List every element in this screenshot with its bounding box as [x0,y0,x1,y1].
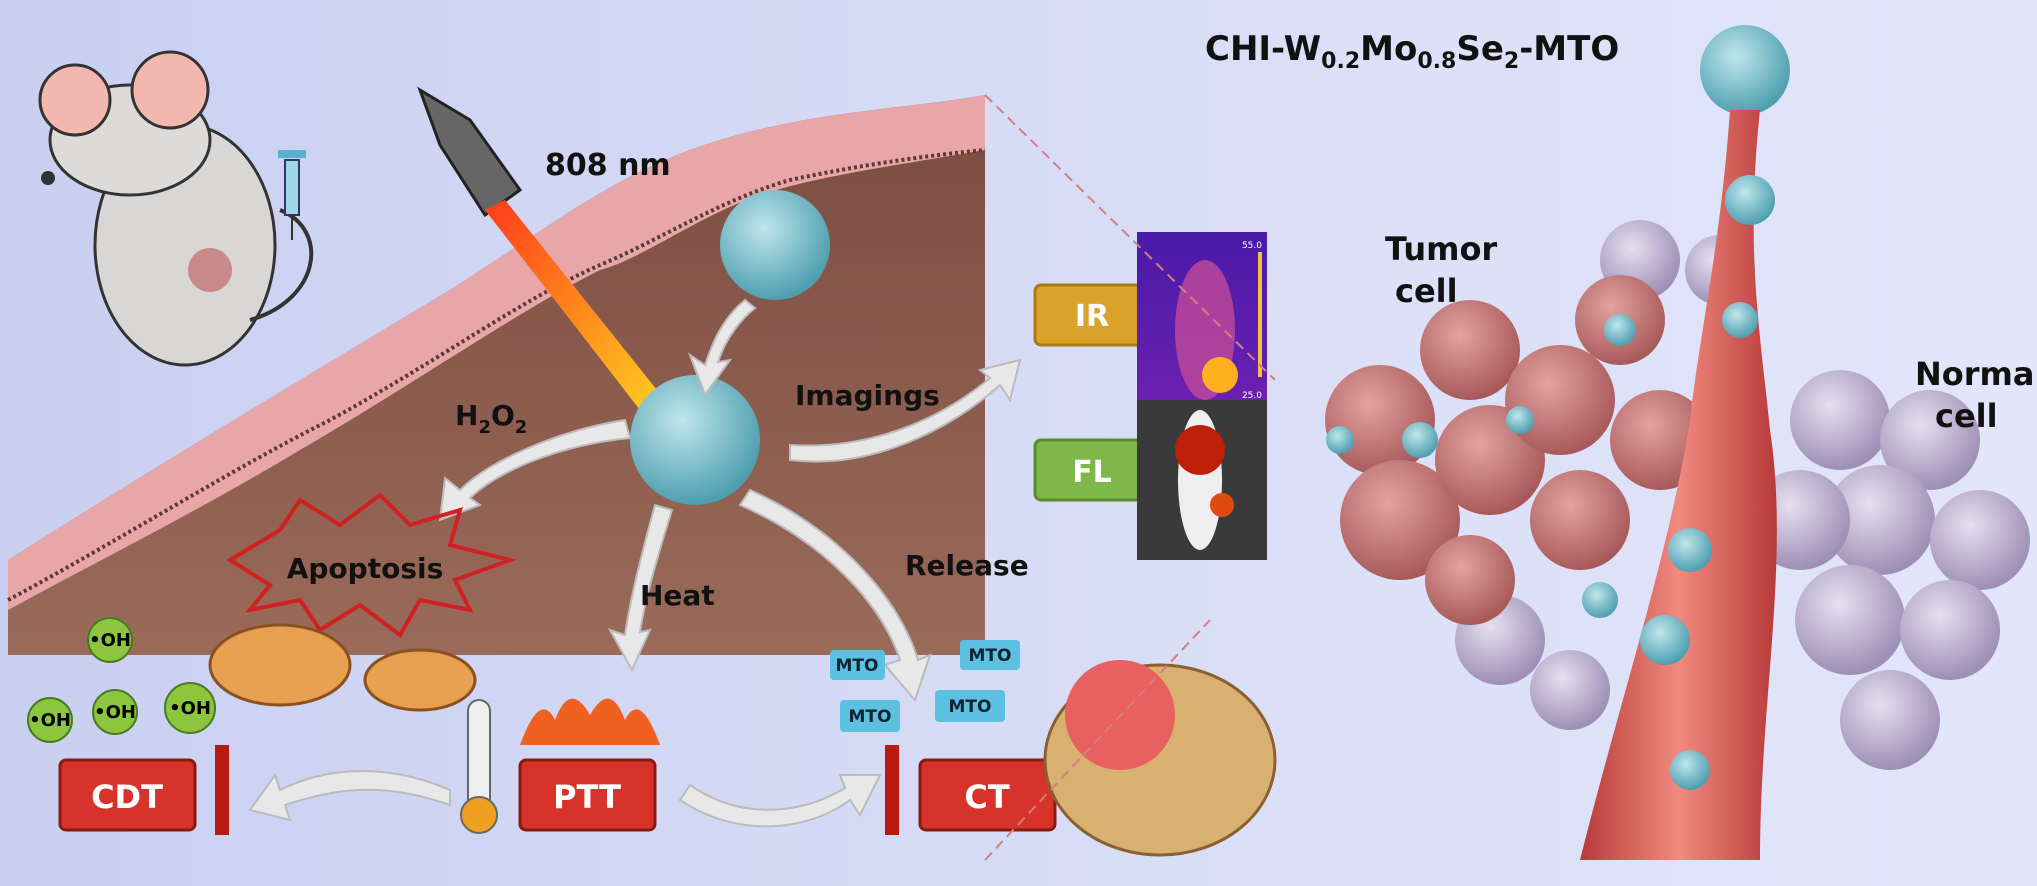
svg-text:MTO: MTO [836,656,879,676]
blood-vessel [1580,110,1777,860]
svg-text:MTO: MTO [969,646,1012,666]
cdt-box: CDT [58,758,197,832]
imagings-label: Imagings [795,379,940,412]
mto-drugs: MTO MTO MTO MTO [830,640,1020,732]
laser-icon [417,86,665,410]
mitochondrion-icon [208,623,352,707]
h2o2-label: H2O2 [455,399,527,438]
tumor-cells [1325,275,1710,625]
ptt-box: PTT [518,758,657,832]
laser-wavelength: 808 nm [545,148,671,183]
syringe-icon [278,150,306,240]
nanoparticle-icon [720,190,830,300]
svg-text:FL: FL [1072,455,1112,490]
fire-icon [520,698,660,745]
release-label: Release [905,549,1029,582]
mouse-illustration [38,50,314,367]
increase-arrow-icon [215,745,229,835]
thermometer-icon [460,699,498,834]
tumor-cell-organelles [1043,660,1277,857]
skin-layer [8,95,985,610]
zoom-line [984,619,1211,861]
nanoparticle-icon [1700,25,1790,115]
zoom-line [984,94,1276,381]
svg-text:MTO: MTO [849,707,892,727]
ir-scale-min: 25.0 [1242,391,1262,401]
ir-box: IR [1033,283,1152,347]
apoptosis-burst: Apoptosis [226,492,517,638]
ir-scale-max: 55.0 [1242,241,1262,251]
svg-text:PTT: PTT [553,778,621,816]
svg-text:IR: IR [1075,299,1109,334]
tumor-spot [188,248,232,292]
nanoparticle-icon [630,375,760,505]
svg-text:•OH: •OH [94,702,136,723]
flow-arrows [248,298,1022,828]
svg-text:CDT: CDT [91,778,163,816]
svg-text:Apoptosis: Apoptosis [287,552,444,585]
nanoparticle-formula-title: CHI-W0.2Mo0.8Se2-MTO [1205,29,1619,74]
svg-text:•OH: •OH [169,698,211,719]
hydroxyl-radicals: •OH •OH •OH •OH [27,617,216,743]
svg-text:CT: CT [964,778,1009,816]
ir-thermal-image: 55.0 25.0 [1137,232,1267,402]
fl-box: FL [1033,438,1152,502]
heat-label: Heat [640,579,715,612]
svg-text:•OH: •OH [89,630,131,651]
fl-fluorescence-image [1137,400,1267,560]
mitochondrion-icon [363,648,477,712]
increase-arrow-icon [885,745,899,835]
svg-text:•OH: •OH [29,710,71,731]
vessel-nanoparticles [1326,175,1775,790]
ct-box: CT [918,758,1057,832]
svg-text:MTO: MTO [949,697,992,717]
